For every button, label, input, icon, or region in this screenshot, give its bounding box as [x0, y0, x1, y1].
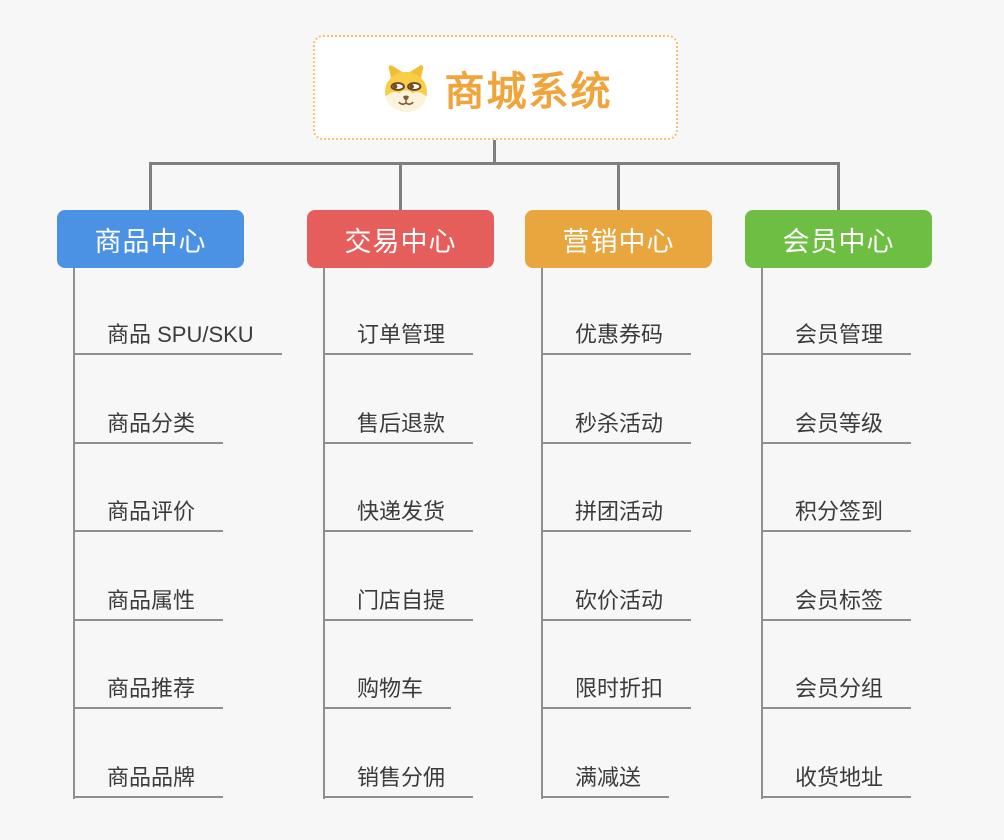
branch-children-product-center: 商品 SPU/SKU 商品分类 商品评价 商品属性 商品推荐 商品品牌 [73, 268, 282, 798]
child-topic[interactable]: 会员管理 [761, 321, 912, 355]
child-topic[interactable]: 优惠券码 [541, 321, 692, 355]
child-topic[interactable]: 满减送 [541, 764, 670, 798]
child-topic[interactable]: 会员分组 [761, 675, 912, 709]
child-topic[interactable]: 砍价活动 [541, 587, 692, 621]
branch-children-member-center: 会员管理 会员等级 积分签到 会员标签 会员分组 收货地址 [761, 268, 912, 798]
child-topic[interactable]: 会员等级 [761, 410, 912, 444]
child-topic[interactable]: 购物车 [323, 675, 452, 709]
connector-bus [149, 162, 840, 165]
connector-drop [837, 162, 840, 210]
branch-box-product-center[interactable]: 商品中心 [57, 210, 244, 268]
root-title: 商城系统 [444, 69, 613, 114]
child-topic[interactable]: 售后退款 [323, 410, 474, 444]
branch-trunk-line [541, 268, 543, 799]
branch-children-trade-center: 订单管理 售后退款 快递发货 门店自提 购物车 销售分佣 [323, 268, 474, 798]
connector-drop [149, 162, 152, 210]
child-topic[interactable]: 订单管理 [323, 321, 474, 355]
branch-box-member-center[interactable]: 会员中心 [745, 210, 932, 268]
child-topic[interactable]: 限时折扣 [541, 675, 692, 709]
child-topic[interactable]: 商品品牌 [73, 764, 224, 798]
child-topic[interactable]: 收货地址 [761, 764, 912, 798]
connector-root-drop [493, 140, 496, 165]
branch-children-marketing-center: 优惠券码 秒杀活动 拼团活动 砍价活动 限时折扣 满减送 [541, 268, 692, 798]
branch-box-marketing-center[interactable]: 营销中心 [525, 210, 712, 268]
child-topic[interactable]: 商品属性 [73, 587, 224, 621]
child-topic[interactable]: 商品分类 [73, 410, 224, 444]
child-topic[interactable]: 商品推荐 [73, 675, 224, 709]
branch-label: 交易中心 [344, 226, 457, 257]
child-topic[interactable]: 拼团活动 [541, 498, 692, 532]
branch-label: 营销中心 [562, 226, 675, 257]
child-topic[interactable]: 快递发货 [323, 498, 474, 532]
child-topic[interactable]: 商品评价 [73, 498, 224, 532]
root-node[interactable]: 商城系统 [313, 35, 678, 140]
connector-drop [399, 162, 402, 210]
child-topic[interactable]: 会员标签 [761, 587, 912, 621]
branch-label: 商品中心 [94, 226, 207, 257]
child-topic[interactable]: 秒杀活动 [541, 410, 692, 444]
dog-face-icon [384, 64, 427, 112]
child-topic[interactable]: 销售分佣 [323, 764, 474, 798]
branch-label: 会员中心 [782, 226, 895, 257]
branch-trunk-line [323, 268, 325, 799]
child-topic[interactable]: 门店自提 [323, 587, 474, 621]
branch-trunk-line [761, 268, 763, 799]
branch-trunk-line [73, 268, 75, 799]
child-topic[interactable]: 商品 SPU/SKU [73, 321, 282, 355]
branch-box-trade-center[interactable]: 交易中心 [307, 210, 494, 268]
child-topic[interactable]: 积分签到 [761, 498, 912, 532]
connector-drop [617, 162, 620, 210]
